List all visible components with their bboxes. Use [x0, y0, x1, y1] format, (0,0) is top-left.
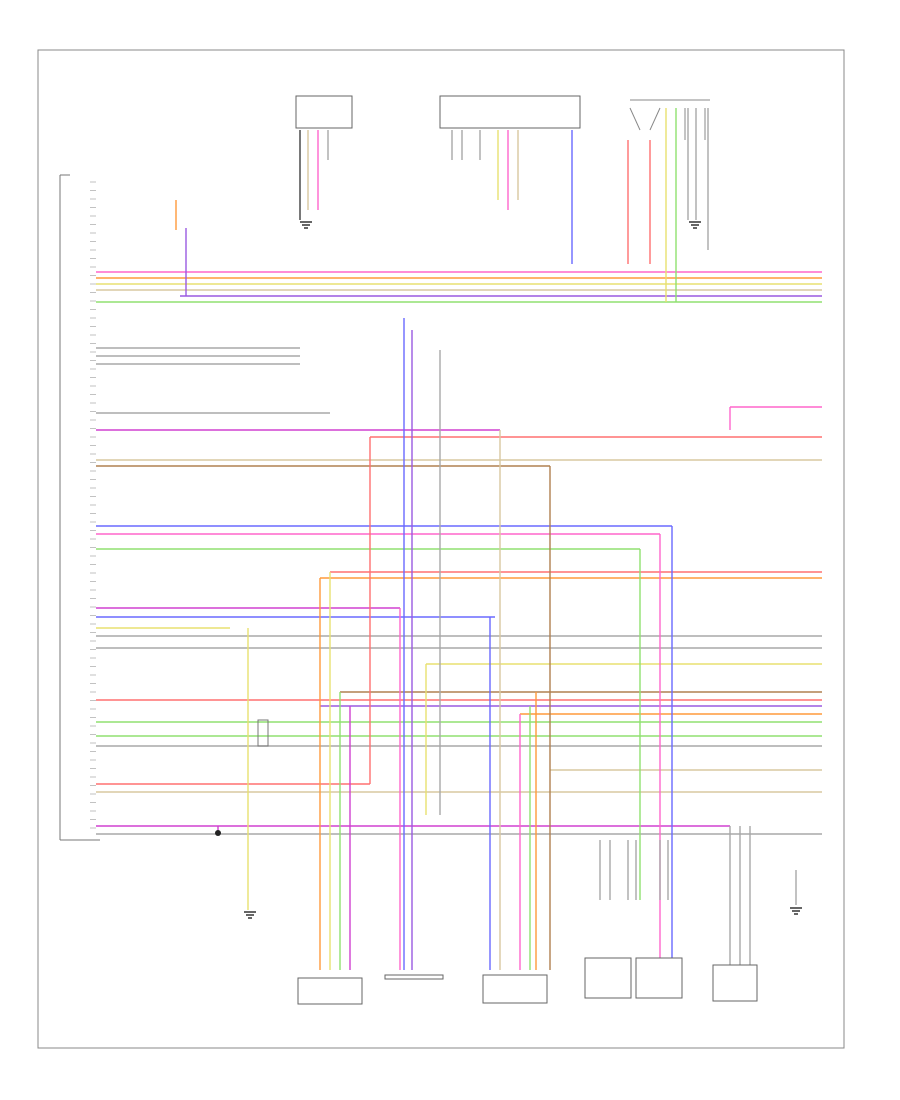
ground-symbol: [790, 907, 802, 915]
diagram-frame: [37, 49, 845, 1049]
bottom-component-3: [482, 974, 548, 1004]
vertical-wires: [175, 108, 797, 970]
transmission-connector: [215, 830, 221, 836]
top-component-middle: [439, 95, 581, 129]
top-component-left: [295, 95, 353, 129]
ground-symbol: [244, 911, 256, 919]
bottom-component-4a: [584, 957, 632, 999]
ground-symbol: [689, 221, 701, 229]
ground-symbol: [300, 221, 312, 229]
bottom-component-5: [712, 964, 758, 1002]
horizontal-wires: [96, 271, 822, 835]
bottom-component-1: [297, 977, 363, 1005]
bottom-component-2: [384, 974, 444, 980]
inline-component: [257, 719, 269, 747]
ecm-pin-ticks: [90, 181, 96, 829]
top-component-right: [629, 99, 710, 140]
ecm-connector: [59, 174, 100, 841]
bottom-component-4b: [635, 957, 683, 999]
